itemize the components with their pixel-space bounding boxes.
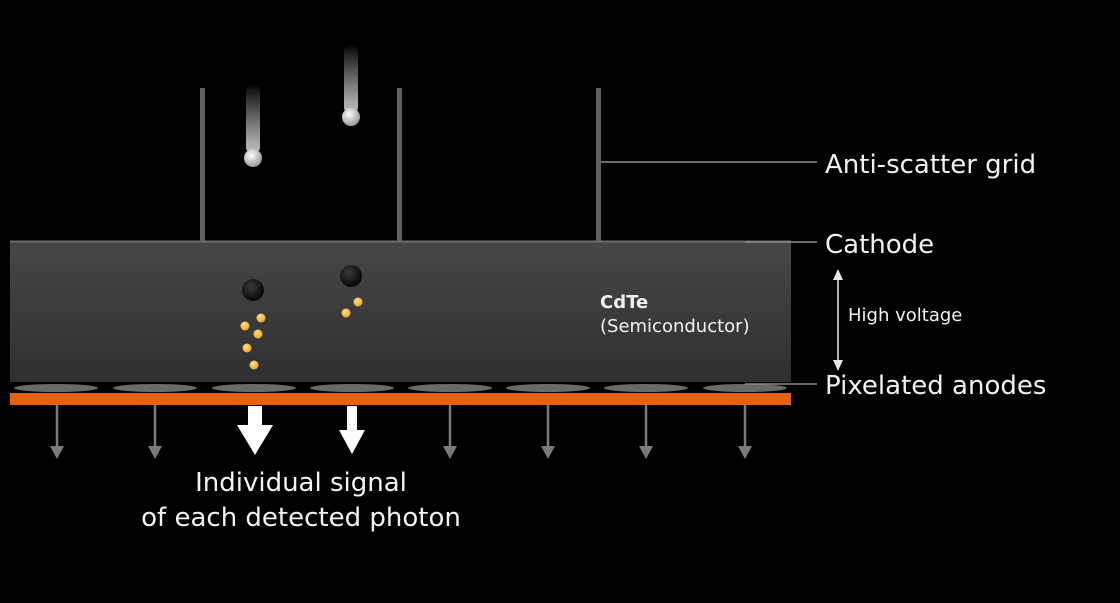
grid-plate: [397, 88, 402, 241]
photon: [244, 84, 262, 167]
pixel-anodes: [14, 384, 787, 392]
label-high-voltage: High voltage: [848, 305, 962, 326]
hole: [242, 279, 264, 301]
grid-plate: [200, 88, 205, 241]
photon: [342, 44, 360, 126]
hole: [340, 265, 362, 287]
pixel-signal-arrows: [50, 405, 752, 459]
caption-line-2: of each detected photon: [141, 503, 461, 533]
semiconductor-block: [10, 241, 791, 382]
signal-arrow-small: [339, 406, 365, 454]
label-pixelated-anodes: Pixelated anodes: [825, 371, 1046, 401]
charge-cloud: [341, 297, 363, 318]
caption-line-1: Individual signal: [195, 468, 407, 498]
grid-plate: [596, 88, 601, 241]
charge-cloud: [240, 313, 266, 370]
voltage-arrow: [833, 269, 843, 371]
material-name: CdTe: [600, 292, 648, 313]
label-cathode: Cathode: [825, 230, 934, 260]
signal-arrow-large: [237, 406, 273, 455]
material-type: (Semiconductor): [600, 316, 750, 337]
anode-strip: [10, 393, 791, 405]
label-anti-scatter-grid: Anti-scatter grid: [825, 150, 1036, 180]
